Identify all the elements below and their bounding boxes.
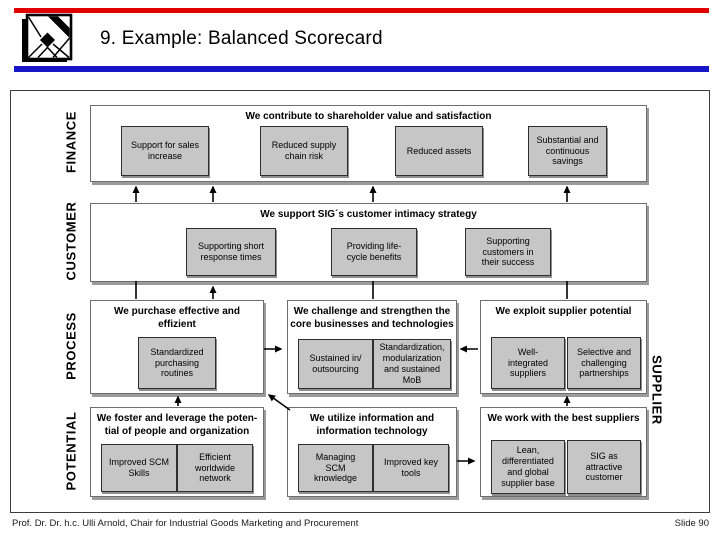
potential-suppliers-panel: We work with the best suppliers Lean, di… [480,407,647,497]
scorecard-box-integrated-suppliers: Well- integrated suppliers [491,337,565,389]
footer-slide-number: Slide 90 [674,518,709,529]
process-purchasing-goal: We purchase effective and effizient [114,306,240,330]
scorecard-box-standardized-routines: Standardized purchasing routines [138,337,216,389]
scorecard-box-supplier-base: Lean, differentiated and global supplier… [491,440,565,494]
finance-panel: We contribute to shareholder value and s… [90,105,647,182]
axis-label-finance: FINANCE [63,111,79,173]
potential-suppliers-goal: We work with the best suppliers [487,413,640,424]
potential-it-panel: We utilize information and information t… [287,407,457,497]
scorecard-box-supply-risk: Reduced supply chain risk [260,126,348,176]
process-supplier-goal: We exploit supplier potential [495,306,632,317]
axis-label-process: PROCESS [63,312,79,380]
scorecard-box-key-tools: Improved key tools [373,444,449,492]
process-supplier-panel: We exploit supplier potential Well- inte… [480,300,647,394]
scorecard-box-partnerships: Selective and challenging partnerships [567,337,641,389]
scorecard-box-in-outsourcing: Sustained in/ outsourcing [298,339,373,389]
process-purchasing-panel: We purchase effective and effizient Stan… [90,300,264,394]
customer-panel: We support SIG´s customer intimacy strat… [90,203,647,282]
scorecard-box-worldwide-network: Efficient worldwide network [177,444,253,492]
customer-goal: We support SIG´s customer intimacy strat… [260,209,477,220]
potential-people-panel: We foster and leverage the poten- tial o… [90,407,264,497]
footer-author: Prof. Dr. Dr. h.c. Ulli Arnold, Chair fo… [12,518,359,529]
scorecard-box-standardization-mob: Standardization, modularization and sust… [373,339,451,389]
process-core-panel: We challenge and strengthen the core bus… [287,300,457,394]
scorecard-box-response-times: Supporting short response times [186,228,276,276]
finance-goal: We contribute to shareholder value and s… [245,111,492,122]
scorecard-box-support-sales: Support for sales increase [121,126,209,176]
axis-label-potential: POTENTIAL [63,411,79,491]
potential-people-goal: We foster and leverage the poten- tial o… [96,413,258,437]
axis-label-customer: CUSTOMER [63,201,79,281]
scorecard-box-lifecycle-benefits: Providing life- cycle benefits [331,228,417,276]
scorecard-box-attractive-customer: SIG as attractive customer [567,440,641,494]
scorecard-box-reduced-assets: Reduced assets [395,126,483,176]
university-logo-icon [22,13,73,62]
scorecard-box-customer-success: Supporting customers in their success [465,228,551,276]
top-red-rule [14,8,709,13]
slide-title: 9. Example: Balanced Scorecard [100,28,383,49]
potential-it-goal: We utilize information and information t… [309,413,435,437]
title-blue-rule [14,66,709,72]
process-core-goal: We challenge and strengthen the core bus… [290,306,454,330]
scorecard-box-scm-knowledge: Managing SCM knowledge [298,444,373,492]
scorecard-box-scm-skills: Improved SCM Skills [101,444,177,492]
scorecard-box-savings: Substantial and continuous savings [528,126,607,176]
axis-label-supplier: SUPPLIER [649,355,665,425]
